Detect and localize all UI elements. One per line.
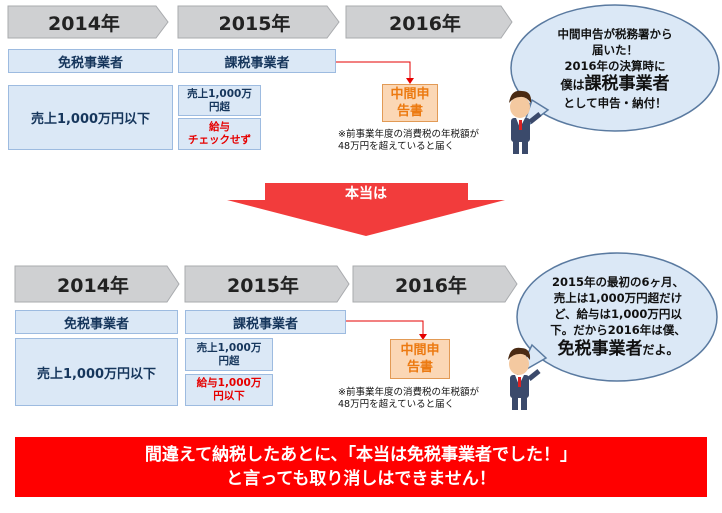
arrow-2014-top-shape — [7, 5, 169, 39]
interim-form-top: 中間申 告書 — [382, 84, 438, 122]
bubble-top-shape — [510, 4, 720, 132]
year-label-2015-top: 2015年 — [218, 12, 291, 35]
warning-banner: 間違えて納税したあとに、「本当は免税事業者でした！」 と言っても取り消しはできま… — [15, 437, 707, 497]
bubble-bottom-line2b: だよ。 — [642, 342, 679, 357]
businessman-top-icon — [509, 90, 542, 154]
year-label-2016-top: 2016年 — [389, 12, 461, 35]
arrow-2016-bottom-shape — [352, 265, 518, 303]
arrow-2014-bottom-shape — [14, 265, 180, 303]
banner-line1: 間違えて納税したあとに、「本当は免税事業者でした！」 — [144, 445, 578, 465]
salary-box-top: 給与 チェックせず — [178, 118, 261, 150]
arrow-2015-top-shape — [177, 5, 340, 39]
speech-bubble-bottom: 2015年の最初の6ヶ月、 売上は1,000万円超だけ ど、給与は1,000万円… — [530, 262, 706, 372]
bubble-top-emphasis: 課税事業者 — [584, 73, 670, 94]
bubble-top-line2: 僕は課税事業者 — [560, 74, 669, 95]
exempt-box-top: 免税事業者 — [8, 49, 173, 73]
year-label-2015-bottom: 2015年 — [227, 274, 299, 297]
sales-under-box-bottom: 売上1,000万円以下 — [15, 338, 178, 406]
bubble-bottom-line2: 免税事業者だよ。 — [557, 338, 678, 361]
bubble-top-line1: 中間申告が税務署から 届いた！ 2016年の決算時に — [557, 26, 673, 73]
speech-bubble-top: 中間申告が税務署から 届いた！ 2016年の決算時に 僕は課税事業者 として申告… — [530, 14, 700, 122]
year-label-2014-top: 2014年 — [48, 12, 120, 35]
connector-bottom — [346, 320, 424, 336]
connector-bottom-head — [419, 334, 427, 340]
exempt-box-bottom: 免税事業者 — [15, 310, 178, 334]
down-arrow-label: 本当は — [345, 186, 387, 202]
arrow-2015-bottom-shape — [184, 265, 350, 303]
taxable-box-bottom: 課税事業者 — [185, 310, 346, 334]
taxable-box-top: 課税事業者 — [178, 49, 336, 73]
note-bottom: ※前事業年度の消費税の年税額が 48万円を超えていると届く — [338, 387, 479, 410]
sales-under-box-top: 売上1,000万円以下 — [8, 85, 173, 150]
bubble-bottom-line1: 2015年の最初の6ヶ月、 売上は1,000万円超だけ ど、給与は1,000万円… — [550, 274, 686, 337]
bubble-bottom-emphasis: 免税事業者 — [557, 338, 643, 359]
year-label-2014-bottom: 2014年 — [57, 274, 129, 297]
down-arrow-shape — [227, 183, 505, 236]
sales-over-box-bottom: 売上1,000万 円超 — [185, 338, 273, 371]
salary-box-bottom: 給与1,000万 円以下 — [185, 374, 273, 406]
sales-over-box-top: 売上1,000万 円超 — [178, 85, 261, 116]
businessman-bottom-icon — [508, 347, 541, 410]
arrow-2016-top-shape — [345, 5, 513, 39]
banner-line2: と言っても取り消しはできません！ — [226, 469, 496, 489]
bubble-top-line2a: 僕は — [560, 77, 585, 92]
connector-top — [336, 61, 411, 80]
bubble-bottom-shape — [516, 252, 718, 382]
bubble-top-line3: として申告・納付！ — [563, 95, 667, 110]
interim-form-bottom: 中間申 告書 — [390, 339, 450, 379]
year-label-2016-bottom: 2016年 — [395, 274, 467, 297]
connector-top-head — [406, 78, 414, 84]
note-top: ※前事業年度の消費税の年税額が 48万円を超えていると届く — [338, 129, 479, 152]
